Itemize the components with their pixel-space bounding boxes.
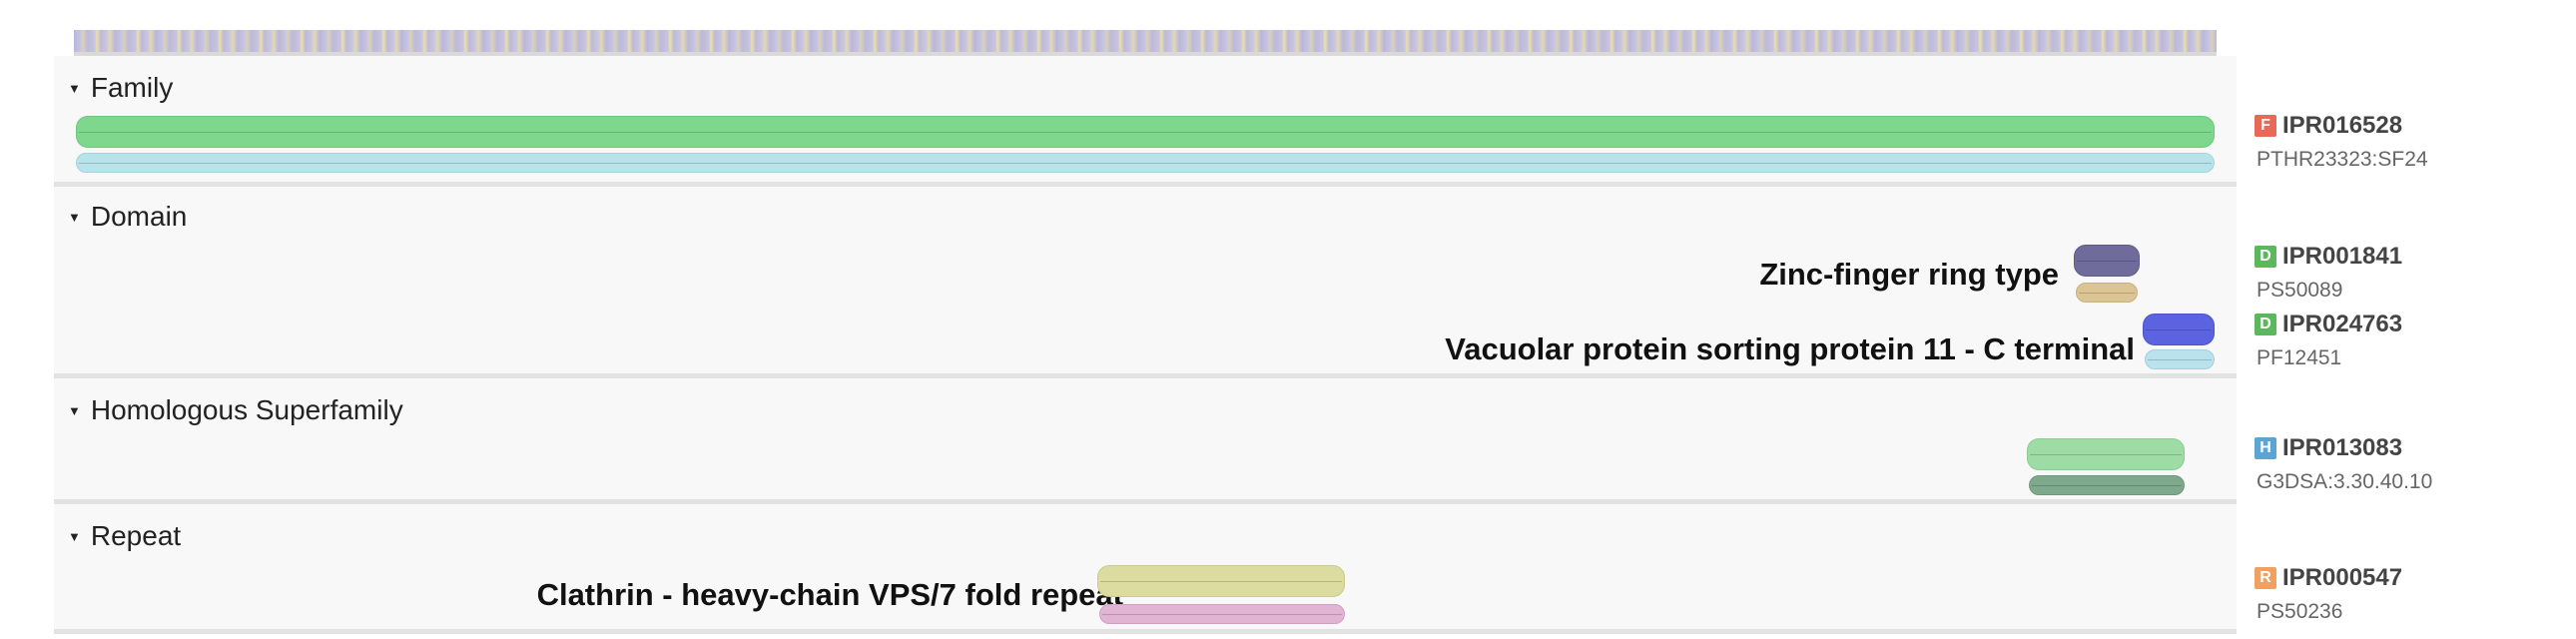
entry-accession[interactable]: IPR013083 — [2282, 434, 2403, 461]
section-homologous-superfamily: ▼ Homologous Superfamily — [54, 378, 2237, 504]
vps-main-bar[interactable] — [2143, 314, 2215, 345]
zinc-main-bar[interactable] — [2074, 245, 2140, 277]
section-toggle-homologous[interactable]: ▼ Homologous Superfamily — [68, 394, 403, 426]
domain-label-vps: Vacuolar protein sorting protein 11 - C … — [1445, 331, 2135, 366]
section-toggle-repeat[interactable]: ▼ Repeat — [68, 520, 181, 552]
section-toggle-domain[interactable]: ▼ Domain — [68, 201, 187, 233]
domain-badge: D — [2254, 246, 2276, 268]
entry-member[interactable]: PF12451 — [2256, 346, 2342, 369]
entry-member[interactable]: PS50236 — [2256, 600, 2343, 623]
caret-down-icon: ▼ — [68, 80, 81, 96]
repeat-member-bar[interactable] — [1099, 604, 1345, 624]
family-main-bar[interactable] — [76, 116, 2215, 148]
family-badge: F — [2254, 115, 2276, 137]
section-title-homologous: Homologous Superfamily — [90, 394, 403, 425]
vps-member-bar[interactable] — [2145, 349, 2215, 369]
zinc-member-bar[interactable] — [2076, 283, 2138, 303]
caret-down-icon: ▼ — [68, 528, 81, 544]
section-title-family: Family — [90, 72, 174, 103]
section-title-domain: Domain — [90, 201, 188, 232]
entry-domain-vps[interactable]: D IPR024763 PF12451 — [2254, 311, 2402, 370]
entry-accession[interactable]: IPR000547 — [2282, 564, 2403, 591]
repeat-label-clathrin: Clathrin - heavy-chain VPS/7 fold repeat — [536, 577, 1123, 612]
homol-member-bar[interactable] — [2029, 475, 2185, 495]
section-toggle-family[interactable]: ▼ Family — [68, 72, 173, 104]
section-family: ▼ Family — [54, 56, 2237, 187]
family-member-bar[interactable] — [76, 153, 2215, 173]
repeat-badge: R — [2254, 567, 2276, 589]
section-domain: ▼ Domain Zinc-finger ring type Vacuolar … — [54, 187, 2237, 378]
section-repeat: ▼ Repeat Clathrin - heavy-chain VPS/7 fo… — [54, 504, 2237, 634]
entry-member[interactable]: G3DSA:3.30.40.10 — [2256, 470, 2433, 493]
entry-homologous[interactable]: H IPR013083 G3DSA:3.30.40.10 — [2254, 434, 2432, 494]
domain-label-zinc: Zinc-finger ring type — [1759, 257, 2059, 292]
caret-down-icon: ▼ — [68, 402, 81, 418]
entry-member[interactable]: PTHR23323:SF24 — [2256, 148, 2428, 171]
homol-main-bar[interactable] — [2027, 438, 2185, 470]
entry-member[interactable]: PS50089 — [2256, 279, 2343, 302]
domain-badge: D — [2254, 314, 2276, 335]
caret-down-icon: ▼ — [68, 209, 81, 225]
entry-accession[interactable]: IPR001841 — [2282, 243, 2403, 270]
sequence-track[interactable] — [74, 30, 2217, 52]
entry-repeat[interactable]: R IPR000547 PS50236 — [2254, 564, 2402, 624]
repeat-main-bar[interactable] — [1097, 565, 1345, 597]
homologous-badge: H — [2254, 437, 2276, 459]
sequence-track-divider — [74, 52, 2217, 56]
entry-accession[interactable]: IPR024763 — [2282, 311, 2403, 337]
section-title-repeat: Repeat — [90, 520, 182, 551]
entry-accession[interactable]: IPR016528 — [2282, 112, 2403, 139]
entry-domain-zinc[interactable]: D IPR001841 PS50089 — [2254, 243, 2402, 303]
entry-family[interactable]: F IPR016528 PTHR23323:SF24 — [2254, 112, 2428, 172]
